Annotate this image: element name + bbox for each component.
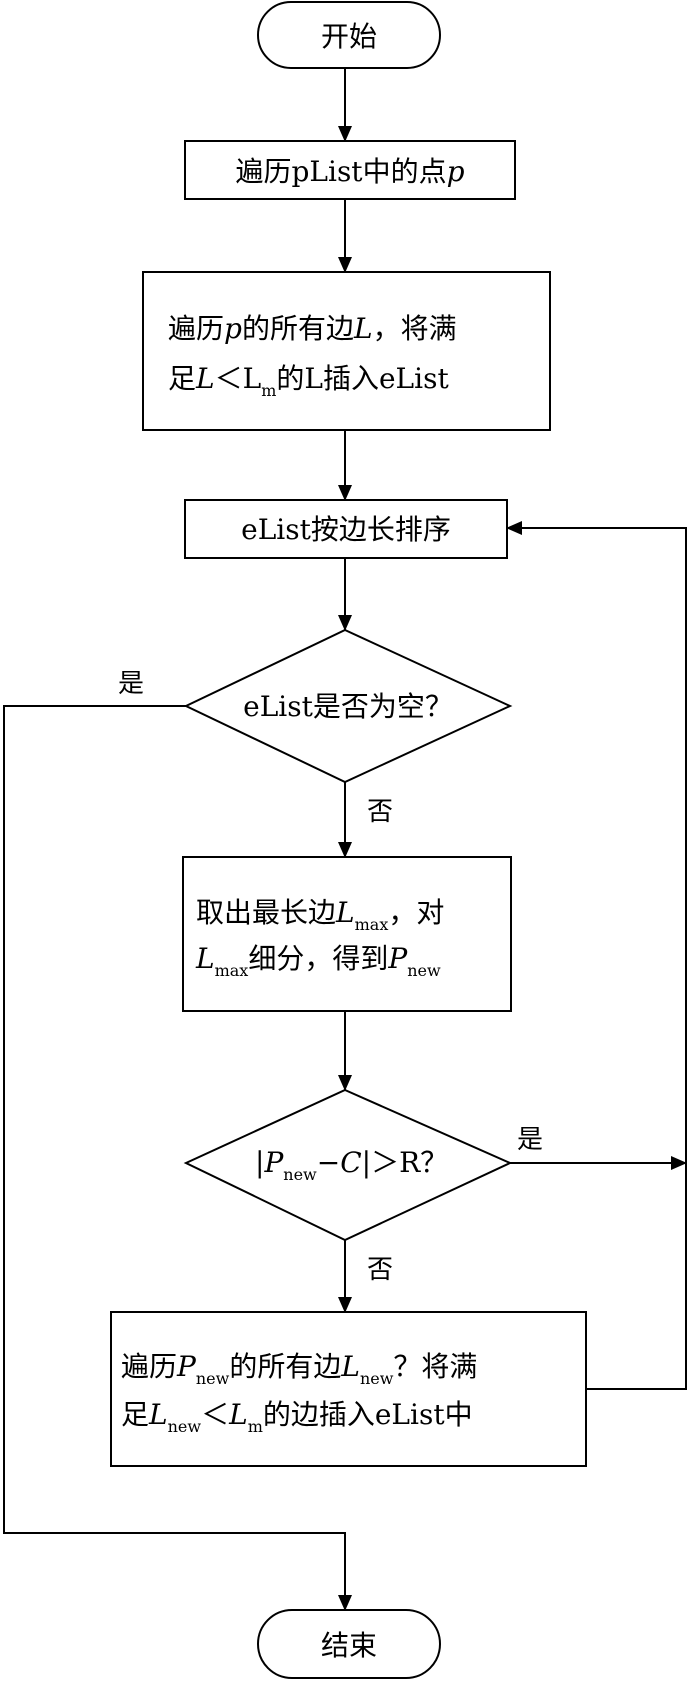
step1-label: 遍历pList中的点p [235, 155, 464, 188]
step4-box [182, 856, 512, 1012]
decision2-no-label: 否 [367, 1255, 393, 1285]
arrow-decision1-yes-to-end [3, 705, 352, 1611]
step5-box [110, 1311, 587, 1467]
start-label: 开始 [321, 20, 377, 53]
step2-line2: 足L＜Lm的L插入eList [168, 362, 449, 400]
decision2-yes-label: 是 [517, 1125, 543, 1155]
decision1-label: eList是否为空？ [243, 690, 453, 723]
start-terminal [257, 1, 441, 69]
end-label: 结束 [321, 1629, 377, 1662]
step5-line1: 遍历Pnew的所有边Lnew？将满 [121, 1350, 477, 1388]
decision1-yes-label: 是 [118, 669, 144, 699]
decision2-label: |Pnew−C|＞R？ [255, 1146, 448, 1184]
step2-line1: 遍历p的所有边L，将满 [168, 312, 457, 345]
decision1-no-label: 否 [367, 797, 393, 827]
step2-box [142, 271, 551, 431]
step4-line2: Lmax细分，得到Pnew [195, 942, 441, 980]
loop-step5-to-step3 [506, 521, 687, 1390]
step3-label: eList按边长排序 [241, 513, 451, 546]
step5-line2: 足Lnew＜Lm的边插入eList中 [121, 1398, 473, 1436]
step4-line1: 取出最长边Lmax，对 [196, 896, 444, 934]
